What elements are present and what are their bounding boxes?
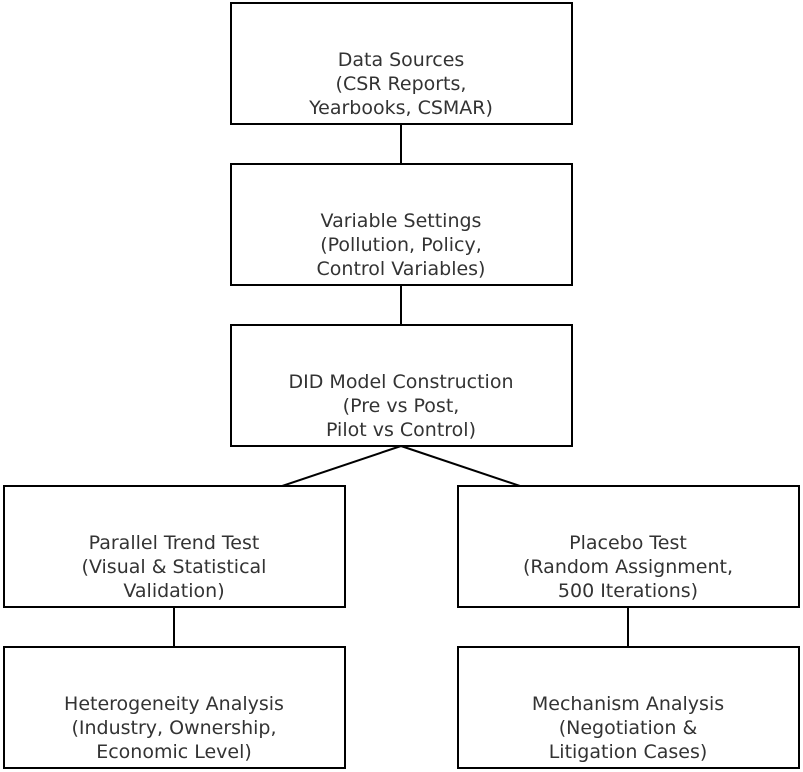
node-box bbox=[230, 2, 573, 125]
node-label-line-2: (Industry, Ownership, bbox=[71, 717, 276, 739]
node-parallel-trend: Parallel Trend Test (Visual & Statistica… bbox=[3, 485, 346, 608]
node-label-line-3: Litigation Cases) bbox=[549, 741, 708, 763]
node-box bbox=[457, 646, 800, 769]
node-label-line-3: Pilot vs Control) bbox=[326, 419, 476, 441]
node-label-line-2: (Visual & Statistical bbox=[82, 556, 267, 578]
node-variable-settings: Variable Settings (Pollution, Policy, Co… bbox=[230, 163, 573, 286]
node-label-line-3: Yearbooks, CSMAR) bbox=[308, 97, 493, 119]
node-label-line-2: (Random Assignment, bbox=[523, 556, 733, 578]
node-label-line-2: (Pre vs Post, bbox=[343, 395, 460, 417]
node-label-line-1: Variable Settings bbox=[321, 210, 482, 232]
node-placebo: Placebo Test (Random Assignment, 500 Ite… bbox=[457, 485, 800, 608]
node-box bbox=[3, 646, 346, 769]
node-box bbox=[230, 163, 573, 286]
node-data-sources: Data Sources (CSR Reports, Yearbooks, CS… bbox=[230, 2, 573, 125]
node-label-line-3: 500 Iterations) bbox=[558, 580, 698, 602]
node-did-model: DID Model Construction (Pre vs Post, Pil… bbox=[230, 324, 573, 447]
node-label-line-3: Control Variables) bbox=[317, 258, 486, 280]
node-mechanism: Mechanism Analysis (Negotiation & Litiga… bbox=[457, 646, 800, 769]
node-label-line-1: Mechanism Analysis bbox=[532, 693, 724, 715]
node-label-line-2: (Negotiation & bbox=[559, 717, 698, 739]
node-label-line-1: Heterogeneity Analysis bbox=[64, 693, 284, 715]
node-label-line-1: Data Sources bbox=[338, 49, 465, 71]
node-label-line-1: Parallel Trend Test bbox=[89, 532, 260, 554]
node-box bbox=[230, 324, 573, 447]
node-label-line-3: Validation) bbox=[123, 580, 224, 602]
node-label-line-2: (CSR Reports, bbox=[336, 73, 467, 95]
node-box bbox=[457, 485, 800, 608]
node-label-line-2: (Pollution, Policy, bbox=[320, 234, 482, 256]
node-label-line-1: Placebo Test bbox=[569, 532, 687, 554]
node-label-line-3: Economic Level) bbox=[96, 741, 252, 763]
node-box bbox=[3, 485, 346, 608]
node-heterogeneity: Heterogeneity Analysis (Industry, Owners… bbox=[3, 646, 346, 769]
node-label-line-1: DID Model Construction bbox=[289, 371, 514, 393]
